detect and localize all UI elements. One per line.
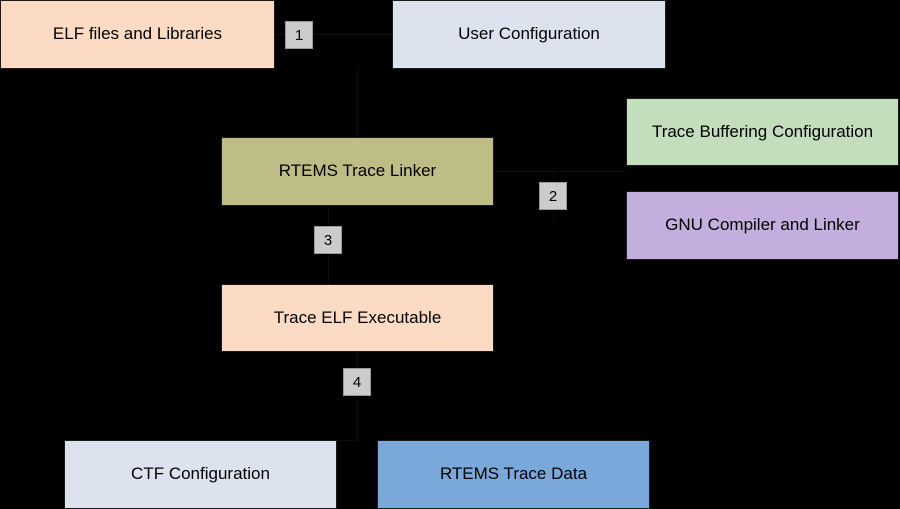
node-label: Trace ELF Executable — [273, 307, 442, 327]
node-elf-files-and-libraries[interactable]: ELF files and Libraries — [0, 0, 275, 69]
node-rtems-trace-linker[interactable]: RTEMS Trace Linker — [221, 137, 494, 206]
node-trace-elf-executable[interactable]: Trace ELF Executable — [221, 284, 494, 352]
connector-linker-to-buffering — [494, 171, 627, 172]
node-gnu-compiler-and-linker[interactable]: GNU Compiler and Linker — [626, 191, 899, 260]
connector-elf-to-linker — [274, 34, 394, 35]
edge-label-1: 1 — [285, 21, 313, 49]
edge-label-2: 2 — [539, 182, 567, 210]
edge-label-text: 3 — [323, 231, 333, 249]
node-label: Trace Buffering Configuration — [651, 121, 874, 141]
connector-trace-elf-to-data — [357, 352, 358, 440]
edge-label-text: 2 — [548, 187, 558, 205]
node-label: RTEMS Trace Data — [439, 464, 588, 484]
node-trace-buffering-configuration[interactable]: Trace Buffering Configuration — [626, 98, 899, 166]
edge-label-text: 4 — [352, 373, 362, 391]
node-label: User Configuration — [458, 24, 600, 44]
edge-label-4: 4 — [343, 368, 371, 396]
node-label: ELF files and Libraries — [52, 24, 223, 44]
node-label: GNU Compiler and Linker — [665, 215, 860, 235]
edge-label-text: 1 — [294, 26, 304, 44]
edge-label-3: 3 — [314, 226, 342, 254]
node-label: CTF Configuration — [131, 464, 270, 484]
node-rtems-trace-data[interactable]: RTEMS Trace Data — [377, 440, 650, 509]
connector-user-config-to-linker — [357, 68, 358, 137]
node-user-configuration[interactable]: User Configuration — [392, 0, 666, 69]
node-label: RTEMS Trace Linker — [278, 161, 437, 181]
node-ctf-configuration[interactable]: CTF Configuration — [64, 440, 337, 509]
